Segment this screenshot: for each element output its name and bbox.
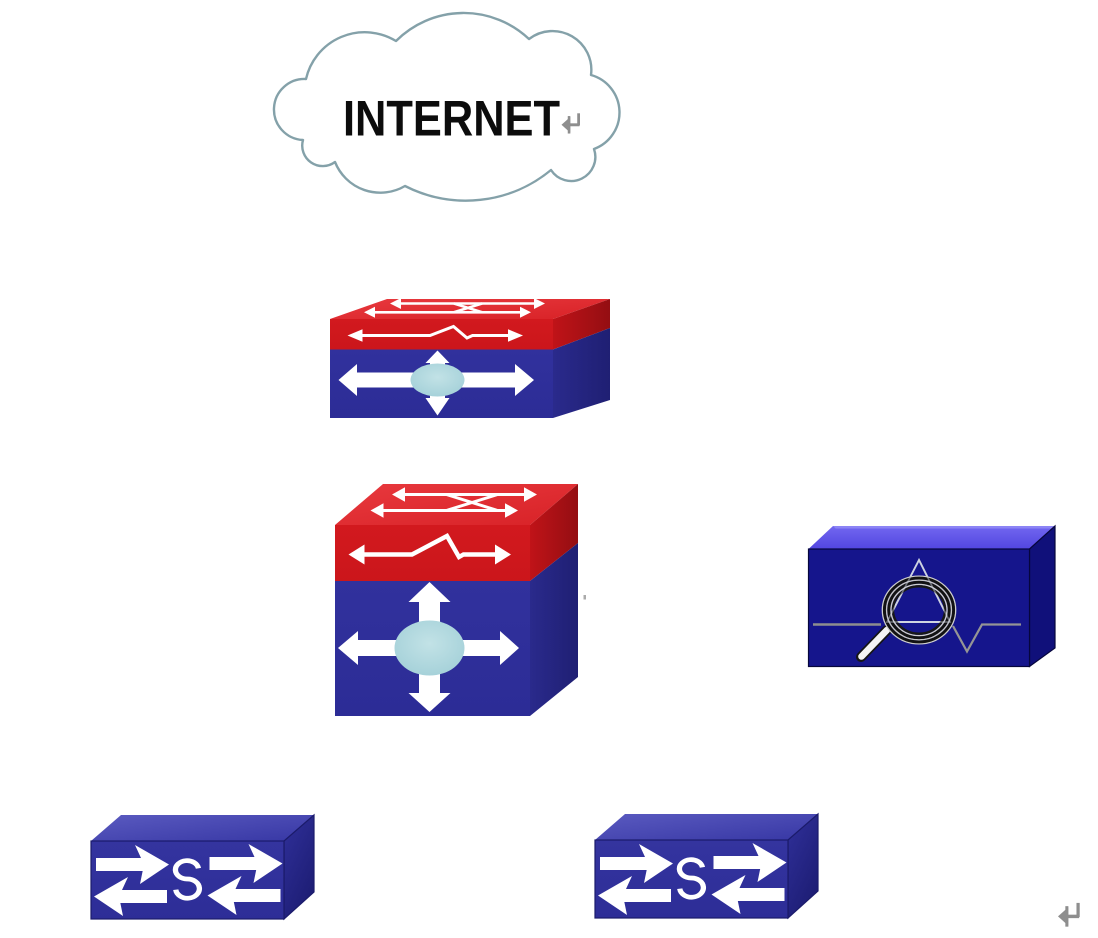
svg-text:INTERNET: INTERNET	[343, 91, 560, 147]
